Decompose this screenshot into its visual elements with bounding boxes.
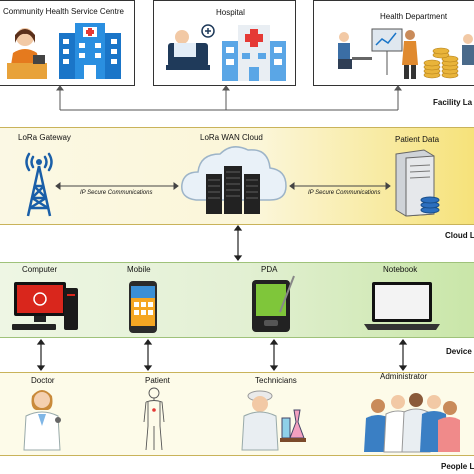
administrator-label: Administrator: [380, 372, 428, 381]
hospital-label: Hospital: [216, 8, 245, 17]
patient-bed-icon: [166, 24, 215, 70]
ip-secure-left-label: IP Secure Communications: [80, 190, 153, 196]
receptionist-icon: [7, 28, 47, 79]
cloud-layer-label: Cloud L: [445, 231, 474, 240]
patient-label: Patient: [145, 376, 170, 385]
administrator-group-icon: [364, 393, 460, 453]
notebook-label: Notebook: [383, 265, 418, 274]
hospital-building-icon: [222, 25, 286, 81]
lora-wan-cloud-icon: [181, 146, 287, 214]
facility-layer-label: Facility La: [433, 98, 473, 107]
technician-icon: [241, 390, 306, 451]
mobile-icon: [129, 281, 157, 333]
notebook-icon: [364, 282, 440, 330]
health-centre-building-icon: [59, 23, 121, 79]
computer-label: Computer: [22, 265, 58, 274]
pda-label: PDA: [261, 265, 278, 274]
lora-wan-cloud-label: LoRa WAN Cloud: [200, 133, 263, 142]
people-layer-label: People L: [441, 462, 474, 471]
device-layer-label: Device L: [446, 347, 474, 356]
hospital-box: Hospital: [153, 0, 296, 86]
patient-data-server-icon: [395, 149, 440, 217]
mobile-label: Mobile: [127, 265, 151, 274]
patient-data-label: Patient Data: [395, 135, 440, 144]
health-department-box: Health Department: [313, 0, 474, 86]
lora-gateway-label: LoRa Gateway: [18, 133, 71, 142]
community-health-centre-label: Community Health Service Centre: [3, 7, 124, 16]
ip-secure-right-label: IP Secure Communications: [308, 190, 381, 196]
doctor-icon: [23, 390, 61, 451]
patient-body-icon: [143, 387, 165, 451]
lora-gateway-tower-icon: [25, 152, 53, 217]
pda-icon: [252, 275, 295, 332]
computer-icon: [12, 282, 78, 330]
health-department-meeting-icon: [338, 28, 474, 79]
community-health-centre-box: Community Health Service Centre: [0, 0, 135, 86]
doctor-label: Doctor: [31, 376, 55, 385]
health-department-label: Health Department: [380, 12, 448, 21]
technicians-label: Technicians: [255, 376, 297, 385]
